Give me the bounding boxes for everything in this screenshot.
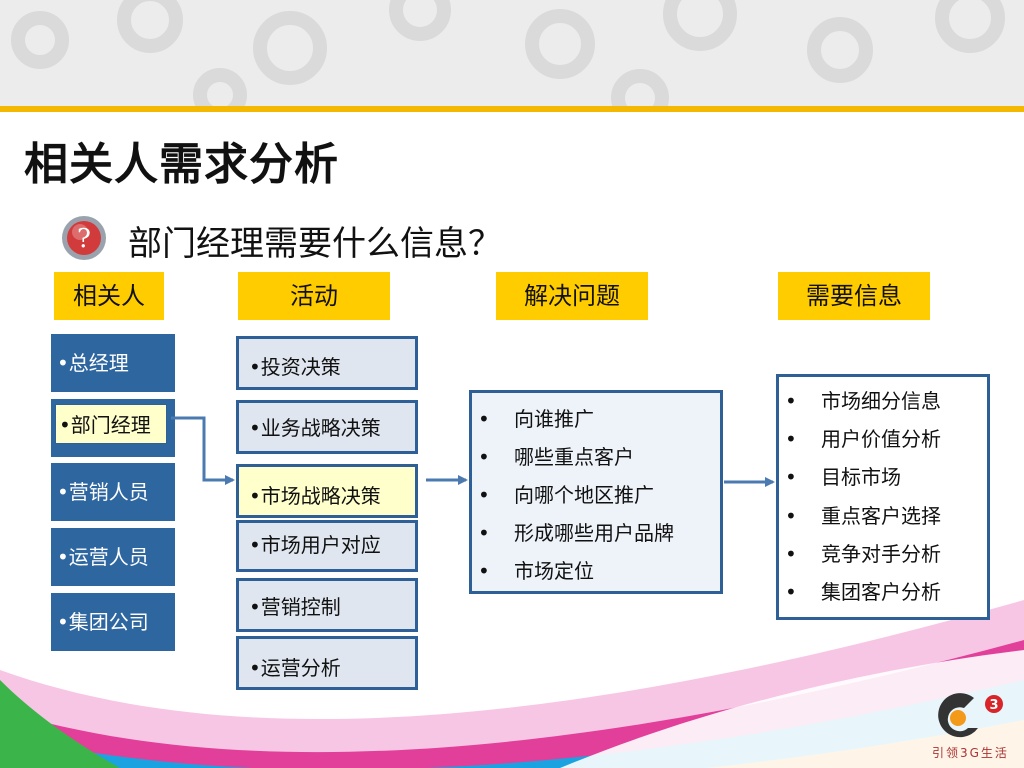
- info-text: 市场细分信息: [821, 389, 941, 413]
- swirl-pattern: [11, 0, 1005, 106]
- info-item: • 目标市场: [785, 461, 901, 490]
- info-item: • 重点客户选择: [785, 500, 941, 529]
- arrow-stakeholder-to-activity: [171, 416, 235, 485]
- info-item: • 市场细分信息: [785, 385, 941, 414]
- info-text: 目标市场: [821, 465, 901, 489]
- stakeholder-box-selected: •部门经理: [51, 399, 175, 457]
- info-box: • 市场细分信息 • 用户价值分析 • 目标市场 • 重点客户选择 • 竞争对手分析 • 集…: [776, 374, 990, 620]
- problem-item: • 形成哪些用户品牌: [478, 517, 674, 546]
- header-problems: 解决问题: [496, 272, 648, 320]
- activity-box: •业务战略决策: [236, 400, 418, 454]
- problem-text: 哪些重点客户: [514, 445, 634, 469]
- subtitle: 部门经理需要什么信息？: [128, 224, 502, 264]
- bullet: •: [478, 483, 490, 507]
- problem-item: • 市场定位: [478, 555, 594, 584]
- problem-text: 向谁推广: [514, 407, 594, 431]
- problem-text: 市场定位: [514, 559, 594, 583]
- bullet: •: [785, 542, 797, 566]
- info-item: • 用户价值分析: [785, 423, 941, 452]
- stakeholder-label: •部门经理: [59, 413, 151, 437]
- bullet: •: [478, 445, 490, 469]
- svg-text:?: ?: [77, 224, 91, 254]
- stakeholder-highlight: •部门经理: [55, 404, 167, 444]
- problem-item: • 向谁推广: [478, 403, 594, 432]
- bullet: •: [785, 580, 797, 604]
- info-text: 重点客户选择: [821, 504, 941, 528]
- logo-slogan: 引领3G生活: [932, 746, 1009, 760]
- bullet: •: [785, 427, 797, 451]
- activity-box: •运营分析: [236, 636, 418, 690]
- header-stakeholders: 相关人: [54, 272, 164, 320]
- problem-item: • 哪些重点客户: [478, 441, 634, 470]
- stakeholder-box: •运营人员: [51, 528, 175, 586]
- header-info: 需要信息: [778, 272, 930, 320]
- ribbon-decoration: [0, 600, 1024, 768]
- g3-logo: 3: [938, 693, 1003, 738]
- page-title: 相关人需求分析: [24, 139, 339, 190]
- stakeholder-label: •总经理: [57, 351, 129, 375]
- bullet: •: [478, 559, 490, 583]
- bullet: •: [478, 407, 490, 431]
- question-icon: ?: [62, 216, 106, 260]
- info-item: • 集团客户分析: [785, 576, 941, 605]
- svg-text:3: 3: [989, 698, 998, 713]
- top-banner: [0, 0, 1024, 106]
- stakeholder-box: •总经理: [51, 334, 175, 392]
- problems-box: • 向谁推广 • 哪些重点客户 • 向哪个地区推广 • 形成哪些用户品牌 • 市场定位: [469, 390, 723, 594]
- activity-box: •投资决策: [236, 336, 418, 390]
- problem-text: 向哪个地区推广: [514, 483, 654, 507]
- stakeholder-label: •营销人员: [57, 480, 149, 504]
- bullet: •: [785, 465, 797, 489]
- bullet: •: [785, 504, 797, 528]
- bullet: •: [478, 521, 490, 545]
- header-activities: 活动: [238, 272, 390, 320]
- info-text: 用户价值分析: [821, 427, 941, 451]
- problem-text: 形成哪些用户品牌: [514, 521, 674, 545]
- gold-divider: [0, 106, 1024, 112]
- activity-box: •营销控制: [236, 578, 418, 632]
- stakeholder-box: •营销人员: [51, 463, 175, 521]
- stakeholder-box: •集团公司: [51, 593, 175, 651]
- activity-box: •市场用户对应: [236, 520, 418, 572]
- bullet: •: [785, 389, 797, 413]
- problem-item: • 向哪个地区推广: [478, 479, 654, 508]
- activity-box-selected: •市场战略决策: [236, 464, 418, 518]
- info-text: 集团客户分析: [821, 580, 941, 604]
- info-text: 竞争对手分析: [821, 542, 941, 566]
- stakeholder-label: •运营人员: [57, 545, 149, 569]
- stakeholder-label: •集团公司: [57, 610, 149, 634]
- info-item: • 竞争对手分析: [785, 538, 941, 567]
